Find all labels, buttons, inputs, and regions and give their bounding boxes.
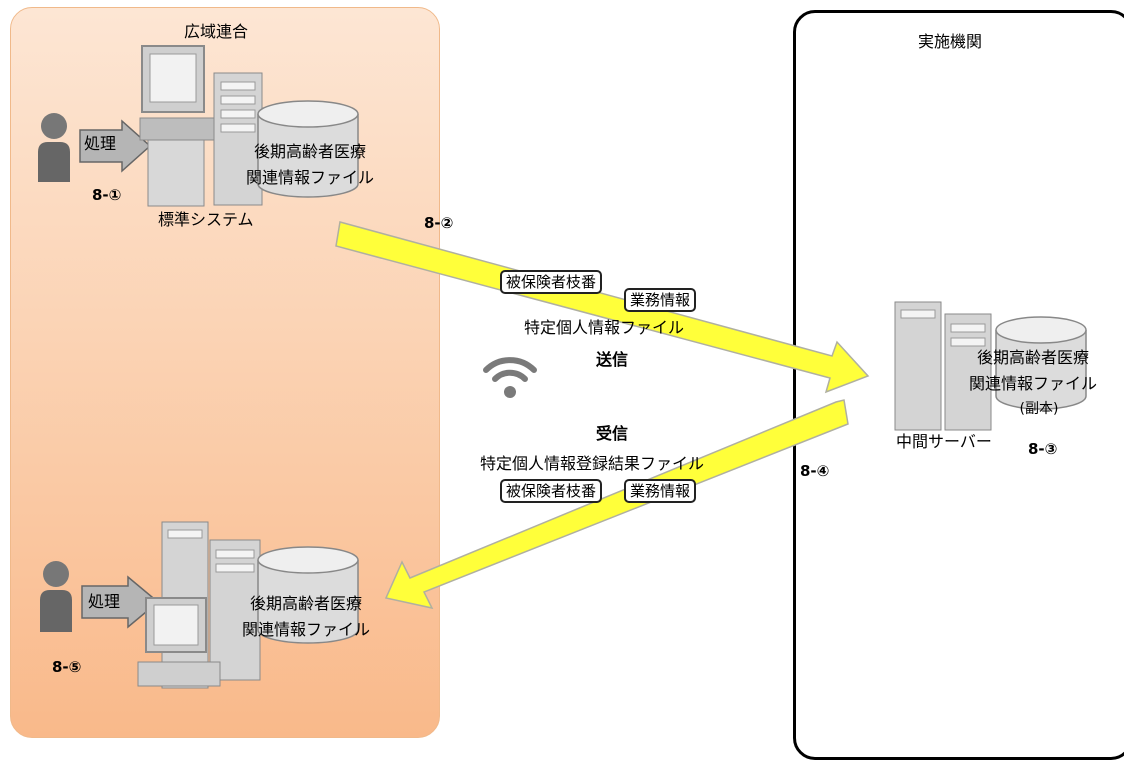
- server-icon: [894, 301, 992, 431]
- step-8-3: 8-③: [1028, 440, 1058, 458]
- database-icon: [995, 316, 1087, 410]
- db-label-right-line1: 後期高齢者医療: [976, 348, 1089, 367]
- system-label: 標準システム: [158, 210, 254, 229]
- step-8-1: 8-①: [92, 186, 122, 204]
- computer-icon: [139, 45, 217, 207]
- tag-gyomu-joho-receive: 業務情報: [624, 479, 697, 503]
- computer-icon: [137, 597, 221, 687]
- tag-gyomu-joho-send: 業務情報: [624, 288, 697, 312]
- server-label: 中間サーバー: [896, 432, 992, 451]
- server-icon: [213, 72, 263, 206]
- db-label-bottom-line2: 関連情報ファイル: [241, 620, 370, 639]
- database-icon: [257, 546, 359, 644]
- send-file-label: 特定個人情報ファイル: [524, 318, 685, 337]
- wifi-icon: [483, 357, 537, 398]
- process-label-top: 処理: [84, 134, 117, 153]
- step-8-4: 8-④: [800, 462, 830, 480]
- tag-hihokensha-edaban-receive: 被保険者枝番: [500, 479, 603, 503]
- database-icon: [257, 100, 359, 198]
- person-icon: [38, 113, 70, 182]
- db-label-right-line3: (副本): [1019, 401, 1059, 417]
- receive-title: 受信: [596, 424, 629, 443]
- db-label-right-line2: 関連情報ファイル: [968, 374, 1097, 393]
- db-label-top-line2: 関連情報ファイル: [245, 168, 374, 187]
- person-icon: [40, 561, 72, 632]
- step-8-5: 8-⑤: [52, 658, 82, 676]
- region-title-right: 実施機関: [918, 32, 983, 51]
- db-label-bottom-line1: 後期高齢者医療: [249, 594, 362, 613]
- db-label-top-line1: 後期高齢者医療: [253, 142, 366, 161]
- region-title-left: 広域連合: [184, 22, 249, 41]
- process-label-bottom: 処理: [88, 592, 121, 611]
- receive-file-label: 特定個人情報登録結果ファイル: [480, 454, 705, 473]
- send-title: 送信: [596, 350, 629, 369]
- step-8-2: 8-②: [424, 214, 454, 232]
- process-arrow-icon: [79, 119, 152, 173]
- process-arrow-icon: [81, 575, 160, 629]
- tag-hihokensha-edaban-send: 被保険者枝番: [500, 270, 603, 294]
